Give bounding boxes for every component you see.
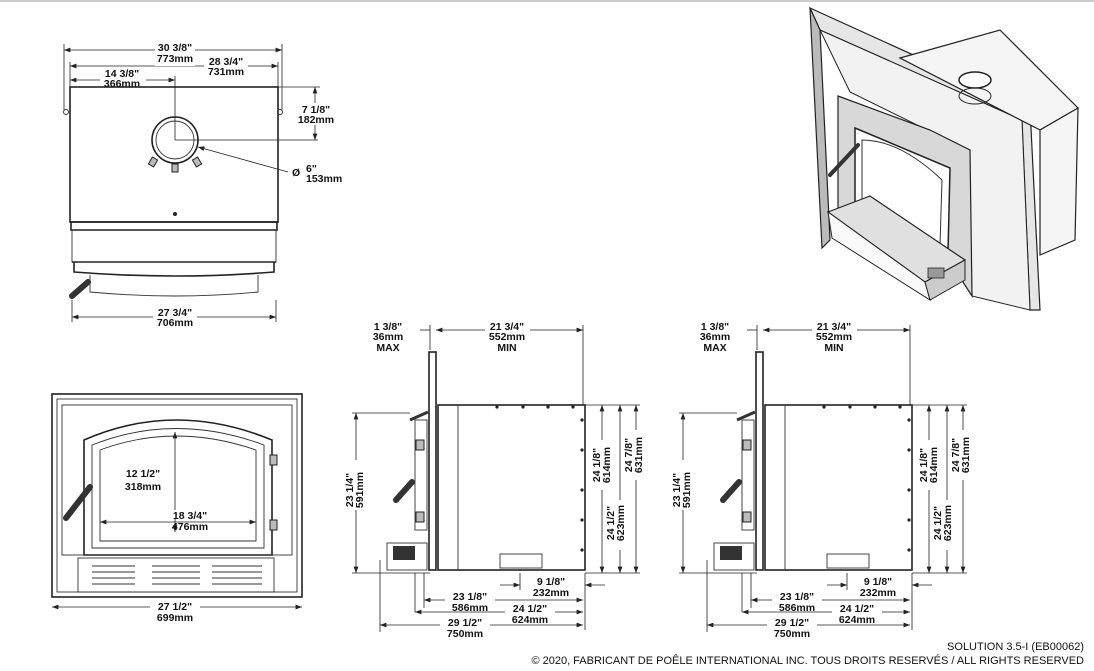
- dim-rear-mm: 232mm: [533, 587, 569, 599]
- dim-depth-min-in: 21 3/4": [817, 321, 851, 333]
- dim-height-b-mm: 623mm: [615, 505, 627, 541]
- dim-glass-height-in: 12 1/2": [126, 468, 160, 480]
- dim-flue-dia-mm: 153mm: [306, 173, 342, 185]
- dim-height-c-in: 24 7/8": [623, 438, 635, 472]
- dim-height-a-mm: 614mm: [601, 447, 613, 483]
- dim-faceplate-in: 1 3/8": [374, 321, 402, 333]
- dim-height-b-in: 24 1/2": [932, 506, 944, 540]
- dim-flue-depth-mm: 182mm: [298, 114, 334, 126]
- dim-flue-offset-mm: 366mm: [104, 78, 140, 90]
- dim-depth-b-in: 24 1/2": [840, 603, 874, 615]
- dim-height-a-in: 24 1/8": [591, 448, 603, 482]
- dim-body-width-mm: 731mm: [208, 66, 244, 78]
- dim-front-width-in: 27 1/2": [158, 601, 192, 613]
- dim-height-b-mm: 623mm: [942, 505, 954, 541]
- dim-glass-width-in: 18 3/4": [173, 510, 207, 522]
- dim-flue-dia-in: 6": [306, 163, 317, 175]
- dim-bottom-width-mm: 706mm: [157, 317, 193, 329]
- dim-depth-c-in: 29 1/2": [775, 617, 809, 629]
- dim-depth-a-in: 23 1/8": [453, 591, 487, 603]
- dim-body-width-in: 28 3/4": [209, 56, 243, 68]
- dim-height-b-in: 24 1/2": [605, 506, 617, 540]
- dim-depth-b-mm: 624mm: [512, 614, 548, 626]
- dim-faceplate-note: MAX: [376, 342, 399, 354]
- dim-height-c-in: 24 7/8": [950, 438, 962, 472]
- copyright-label: © 2020, FABRICANT DE POÊLE INTERNATIONAL…: [531, 655, 1084, 667]
- dim-flue-offset-in: 14 3/8": [105, 68, 139, 80]
- dim-depth-c-mm: 750mm: [774, 628, 810, 640]
- dim-rear-in: 9 1/8": [864, 576, 892, 588]
- dim-bottom-width-in: 27 3/4": [158, 307, 192, 319]
- dim-depth-min-note: MIN: [824, 342, 843, 354]
- dim-depth-c-mm: 750mm: [447, 628, 483, 640]
- dim-depth-c-in: 29 1/2": [448, 617, 482, 629]
- dim-height-a-in: 24 1/8": [918, 448, 930, 482]
- dim-faceplate-note: MAX: [703, 342, 726, 354]
- dim-height-c-mm: 631mm: [633, 437, 645, 473]
- dim-rear-in: 9 1/8": [537, 576, 565, 588]
- dim-height-front-in: 23 1/4": [344, 473, 356, 507]
- dim-height-front-mm: 591mm: [681, 472, 693, 508]
- dim-depth-min-in: 21 3/4": [490, 321, 524, 333]
- dim-depth-min-mm: 552mm: [489, 331, 525, 343]
- isometric-view: [808, 6, 1079, 311]
- dim-depth-a-in: 23 1/8": [780, 591, 814, 603]
- model-label: SOLUTION 3.5-I (EB00062): [947, 641, 1084, 653]
- dim-depth-b-mm: 624mm: [839, 614, 875, 626]
- front-view: 12 1/2" 318mm 18 3/4" 476mm 27 1/2" 699m…: [51, 393, 303, 624]
- dim-depth-b-in: 24 1/2": [513, 603, 547, 615]
- dim-depth-a-mm: 586mm: [452, 602, 488, 614]
- dim-glass-height-mm: 318mm: [125, 481, 161, 493]
- dim-height-front-mm: 591mm: [354, 472, 366, 508]
- dim-front-width-mm: 699mm: [157, 612, 193, 624]
- dim-faceplate-mm: 36mm: [700, 331, 730, 343]
- dim-overall-width-in: 30 3/8": [158, 42, 192, 54]
- dim-height-c-mm: 631mm: [960, 437, 972, 473]
- dim-depth-a-mm: 586mm: [779, 602, 815, 614]
- dim-height-a-mm: 614mm: [928, 447, 940, 483]
- dim-flue-depth-in: 7 1/8": [302, 104, 330, 116]
- dim-faceplate-mm: 36mm: [373, 331, 403, 343]
- dim-flue-dia-symbol: Ø: [292, 167, 300, 179]
- dim-depth-min-mm: 552mm: [816, 331, 852, 343]
- dim-height-front-in: 23 1/4": [671, 473, 683, 507]
- dim-rear-mm: 232mm: [860, 587, 896, 599]
- dim-faceplate-in: 1 3/8": [701, 321, 729, 333]
- dim-depth-min-note: MIN: [497, 342, 516, 354]
- top-view: 30 3/8" 773mm 28 3/4" 731mm 14 3/8" 366m…: [63, 42, 342, 329]
- dim-overall-width-mm: 773mm: [157, 53, 193, 65]
- dim-glass-width-mm: 476mm: [172, 521, 208, 533]
